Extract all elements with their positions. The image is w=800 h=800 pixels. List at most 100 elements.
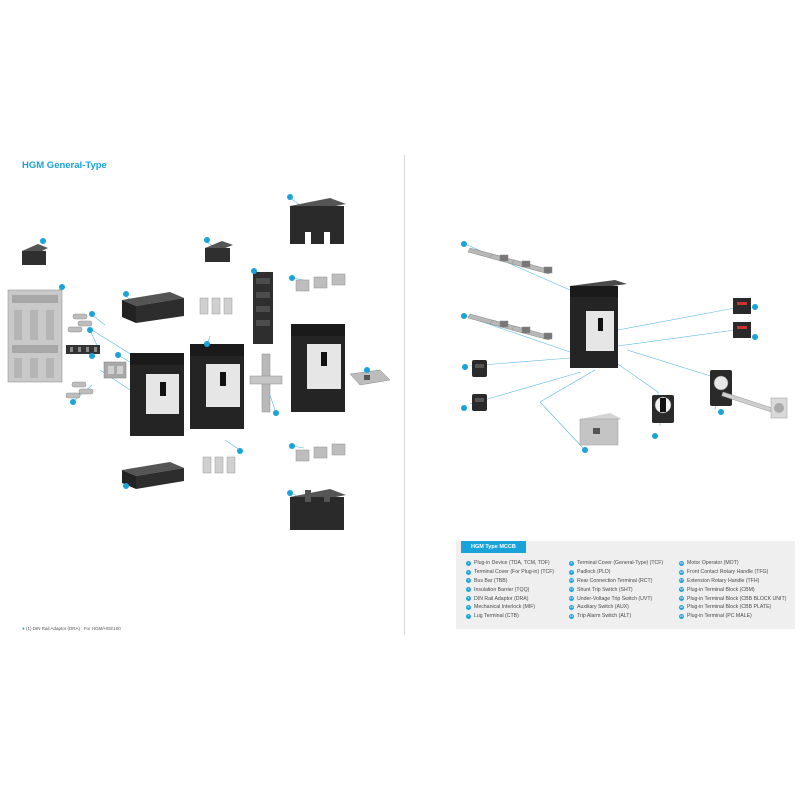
left-page: HGM General-Type	[7, 160, 391, 631]
shunt-trip-switch	[472, 360, 487, 377]
legend-item-label: Shunt Trip Switch (SHT)	[577, 586, 633, 593]
page-divider	[404, 155, 405, 635]
legend-item-label: Plug-in Terminal Block (CBM)	[687, 586, 755, 593]
legend-item-label: DIN Rail Adaptor (DRA)	[474, 595, 529, 602]
number-badge: 14	[569, 613, 574, 619]
insulation-barrier-left	[22, 244, 48, 265]
terminal-plates-center-top	[199, 297, 233, 315]
din-rail-mount-center	[253, 272, 273, 344]
legend-item-label: Plug-in Terminal Block (CBB PLATE)	[687, 604, 772, 611]
number-badge: 20	[679, 604, 684, 610]
number-badge: 19	[679, 596, 684, 602]
number-badge: 4	[466, 587, 471, 593]
page-title: HGM General-Type	[22, 160, 107, 171]
bus-bar	[66, 345, 100, 354]
legend-item-label: Extension Rotary Handle (TFH)	[687, 577, 760, 584]
legend-item-label: Auxiliary Switch (AUX)	[577, 604, 629, 611]
auxiliary-switch-top	[733, 298, 751, 314]
terminal-plates-center-bottom	[202, 456, 236, 474]
mechanical-interlock-left	[103, 361, 127, 379]
legend-item-label: Motor Operator (MOT)	[687, 560, 739, 567]
plug-in-terminals-top	[467, 247, 553, 275]
number-badge: 17	[679, 578, 684, 584]
number-badge: 10	[569, 578, 574, 584]
legend-item-label: Insulation Barrier (TQQ)	[474, 586, 530, 593]
number-badge: 2	[466, 569, 471, 575]
number-badge: 9	[569, 569, 574, 575]
callout-markers-right	[461, 241, 758, 453]
breaker-accessories-host	[570, 280, 627, 368]
breaker-general	[291, 324, 345, 412]
legend-item-label: Front Contact Rotary Handle (TFG)	[687, 569, 769, 576]
breaker-center	[190, 344, 244, 429]
padlock-plate	[349, 369, 391, 386]
mechanical-interlock-center	[249, 353, 283, 413]
lug-terminals-bottom-right	[295, 443, 346, 462]
terminal-cover-general-bottom	[290, 489, 346, 530]
number-badge: 15	[679, 560, 684, 566]
legend-item-label: Terminal Cover (General-Type) (TCF)	[577, 560, 664, 567]
number-badge: 16	[679, 569, 684, 575]
number-badge: 8	[569, 560, 574, 566]
auxiliary-switch-bottom	[733, 322, 751, 338]
footnote-marker: ●	[22, 626, 25, 631]
insulation-barrier-center	[205, 241, 233, 262]
number-badge: 18	[679, 587, 684, 593]
legend-item-label: Trip Alarm Switch (ALT)	[577, 613, 632, 620]
number-badge: 21	[679, 613, 684, 619]
legend-title: HGM Type MCCB	[461, 541, 526, 553]
legend-item-label: Terminal Cover (For Plug-in) (TCF)	[474, 569, 555, 576]
front-rotary-handle	[652, 395, 674, 423]
exploded-diagram-left	[7, 194, 391, 530]
legend-item-label: Plug-in Terminal (PC MALE)	[687, 613, 752, 620]
number-badge: 1	[466, 560, 471, 566]
number-badge: 6	[466, 604, 471, 610]
number-badge: 13	[569, 604, 574, 610]
exploded-diagram-right	[461, 241, 788, 453]
legend-item-label: Padlock (PLD)	[577, 569, 611, 576]
terminal-cover-plug-in-bottom	[122, 462, 184, 489]
footnote: ● (1) DIN Rail Adaptor (DRA) : For HGM/H…	[22, 626, 121, 631]
terminal-cover-general-top	[290, 198, 346, 244]
legend-item-label: Plug-in Device (TDA, TCM, TDF)	[474, 560, 550, 567]
plug-in-terminals-bottom	[467, 313, 553, 341]
extension-rotary-handle	[710, 370, 788, 419]
number-badge: 3	[466, 578, 471, 584]
under-voltage-trip-switch	[472, 394, 487, 411]
lug-terminals-bottom-left	[65, 381, 94, 399]
number-badge: 12	[569, 596, 574, 602]
legend-item-label: Mechanical Interlock (MIF)	[474, 604, 536, 611]
terminal-cover-plug-in-top	[122, 292, 184, 323]
footnote-text: (1) DIN Rail Adaptor (DRA) : For HGM/HGE…	[25, 626, 121, 631]
din-rail-adaptor	[7, 289, 63, 383]
number-badge: 11	[569, 587, 574, 593]
legend-item-label: Rear Connection Terminal (RCT)	[577, 577, 653, 584]
legend-item-label: Under-Voltage Trip Switch (UVT)	[577, 595, 653, 602]
legend-item-label: Plug-in Terminal Block (CBB BLOCK UNIT)	[687, 595, 787, 602]
